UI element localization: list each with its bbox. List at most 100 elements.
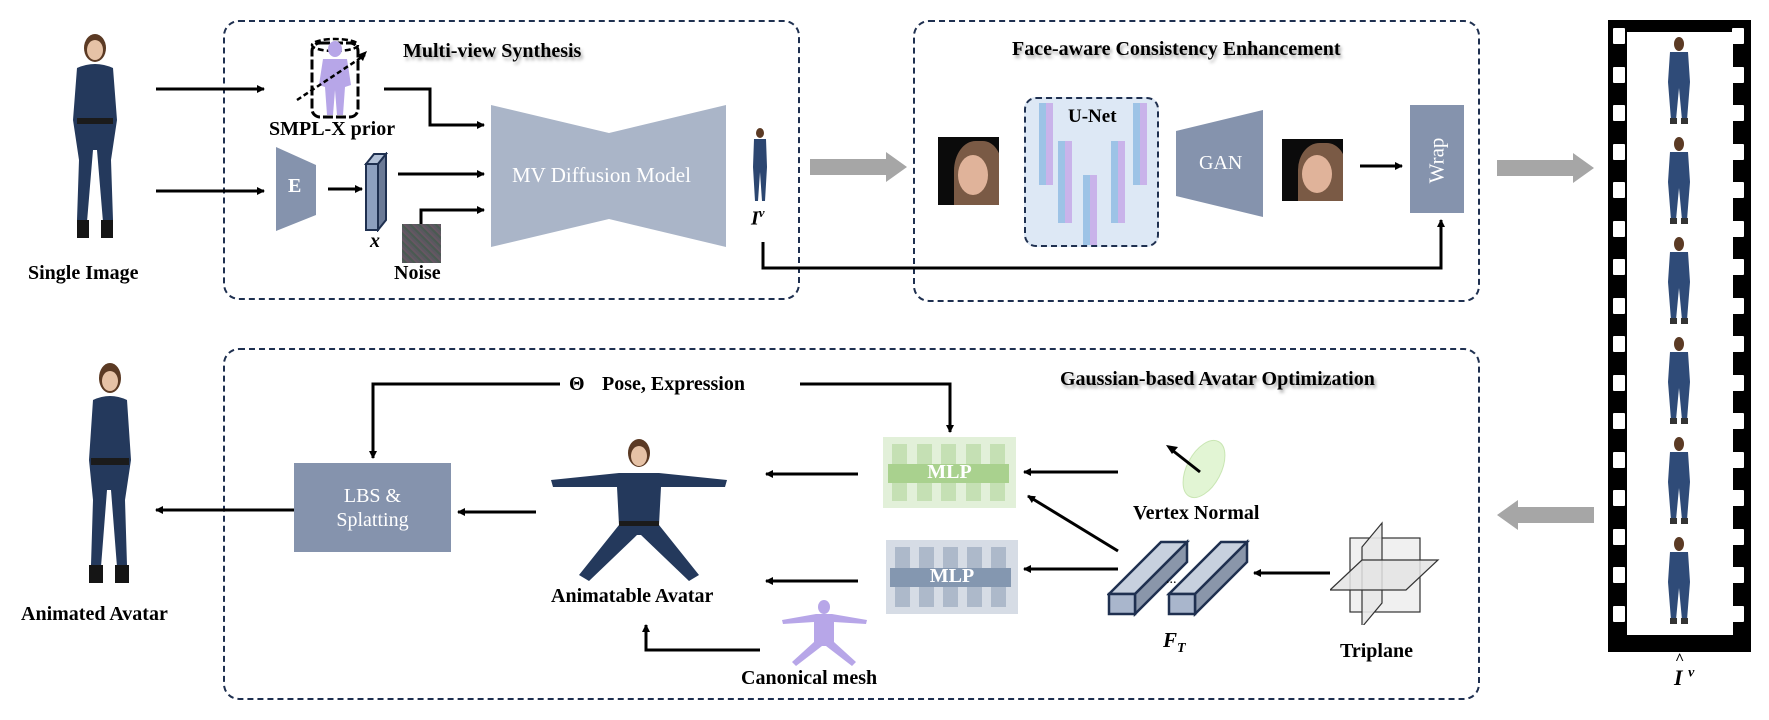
film-hole <box>1613 336 1625 352</box>
film-frame-figure <box>1668 237 1690 324</box>
film-hole <box>1613 297 1625 314</box>
mlp-blue-label: MLP <box>929 565 975 587</box>
animatable-avatar-image <box>551 439 727 581</box>
latent-label: x <box>370 230 380 252</box>
multiview-synthesis-box <box>223 20 800 300</box>
animated-avatar-image <box>89 363 131 583</box>
feature-label: FT <box>1163 628 1186 657</box>
input-person-image <box>73 34 117 238</box>
film-hole <box>1613 451 1625 468</box>
face-enhancement-title: Face-aware Consistency Enhancement <box>1012 38 1341 60</box>
film-hole <box>1732 567 1744 583</box>
encoder-label: E <box>288 175 302 197</box>
unet-bars-icon <box>1039 103 1147 245</box>
noise-label: Noise <box>394 262 441 284</box>
film-hole <box>1732 66 1744 83</box>
film-frame-figure <box>1668 337 1690 424</box>
gan-block <box>1176 110 1263 217</box>
film-label-hat: ^ <box>1675 651 1685 668</box>
film-frame-figure <box>1668 537 1690 624</box>
lbs-label-line2: Splatting <box>336 509 409 531</box>
smplx-prior-icon <box>296 37 367 119</box>
feature-ellipsis: ... <box>1166 572 1177 587</box>
theta-symbol: Θ <box>569 373 585 395</box>
gaussian-optimization-box <box>223 348 1480 700</box>
film-label-base: I <box>1674 665 1683 690</box>
generated-view-image <box>753 128 767 201</box>
generated-view-label-sup: v <box>758 205 765 220</box>
film-hole <box>1732 605 1744 622</box>
film-hole <box>1732 528 1744 545</box>
animatable-avatar-label: Animatable Avatar <box>551 585 714 607</box>
film-hole <box>1613 374 1625 391</box>
face-enhancement-box <box>913 20 1480 302</box>
mlp-green-block: MLP <box>883 437 1016 508</box>
mv-diffusion-label: MV Diffusion Model <box>512 163 691 187</box>
film-hole <box>1613 220 1625 237</box>
gray-arrow-to-face <box>810 152 907 182</box>
vertex-normal-label: Vertex Normal <box>1133 502 1260 524</box>
film-label: ^I v <box>1674 651 1695 691</box>
unet-label: U-Net <box>1068 106 1117 127</box>
film-hole <box>1732 259 1744 275</box>
gaussian-title: Gaussian-based Avatar Optimization <box>1060 368 1375 390</box>
canonical-mesh-icon <box>782 600 867 666</box>
triplane-icon <box>1330 521 1440 625</box>
gray-arrow-to-film <box>1497 153 1594 183</box>
feature-label-base: F <box>1163 628 1178 652</box>
film-hole <box>1732 297 1744 314</box>
mv-diffusion-block <box>491 105 726 247</box>
film-frame-figure <box>1668 437 1690 524</box>
film-hole <box>1732 336 1744 352</box>
film-hole <box>1613 105 1625 121</box>
film-hole <box>1732 220 1744 237</box>
lbs-splatting-label: LBS & Splatting <box>294 484 451 532</box>
mlp-green-label: MLP <box>927 461 972 483</box>
multiview-title: Multi-view Synthesis <box>403 40 582 62</box>
smplx-label: SMPL-X prior <box>269 118 396 140</box>
latent-block-icon <box>364 152 388 232</box>
input-face-image <box>938 137 999 205</box>
film-hole <box>1732 105 1744 121</box>
lbs-label-line1: LBS & <box>343 485 402 507</box>
canonical-mesh-label: Canonical mesh <box>741 667 878 689</box>
gan-label: GAN <box>1199 152 1243 174</box>
film-hole <box>1732 143 1744 160</box>
film-frame-figure <box>1668 137 1690 224</box>
film-hole <box>1613 182 1625 198</box>
wrap-block <box>1410 105 1464 213</box>
film-hole <box>1613 66 1625 83</box>
mlp-blue-block: MLP <box>886 540 1018 614</box>
film-hole <box>1613 605 1625 622</box>
film-hole <box>1613 567 1625 583</box>
film-hole <box>1613 490 1625 506</box>
film-frame-figure <box>1668 37 1690 124</box>
generated-view-label-base: I <box>751 207 759 230</box>
encoder-block <box>276 147 316 231</box>
film-hole <box>1732 28 1744 44</box>
film-hole <box>1613 28 1625 44</box>
film-hole <box>1613 413 1625 429</box>
film-hole <box>1732 374 1744 391</box>
enhanced-face-image <box>1282 139 1343 201</box>
input-label: Single Image <box>28 262 139 284</box>
generated-view-label: Iv <box>751 205 765 231</box>
film-hole <box>1732 182 1744 198</box>
gray-arrow-from-film <box>1497 500 1594 530</box>
feature-tensor-icon <box>1107 538 1251 618</box>
film-hole <box>1613 528 1625 545</box>
output-label: Animated Avatar <box>21 603 168 625</box>
triplane-label: Triplane <box>1340 640 1413 662</box>
film-hole <box>1613 259 1625 275</box>
wrap-label: Wrap <box>1424 137 1449 184</box>
film-hole <box>1732 413 1744 429</box>
noise-image <box>402 224 441 263</box>
film-hole <box>1732 490 1744 506</box>
theta-label: Pose, Expression <box>602 373 745 395</box>
film-hole <box>1613 143 1625 160</box>
film-hole <box>1732 451 1744 468</box>
vertex-normal-icon <box>1166 439 1226 499</box>
feature-label-sub: T <box>1177 641 1186 657</box>
lbs-splatting-block <box>294 463 451 552</box>
film-label-sup: v <box>1688 665 1695 681</box>
